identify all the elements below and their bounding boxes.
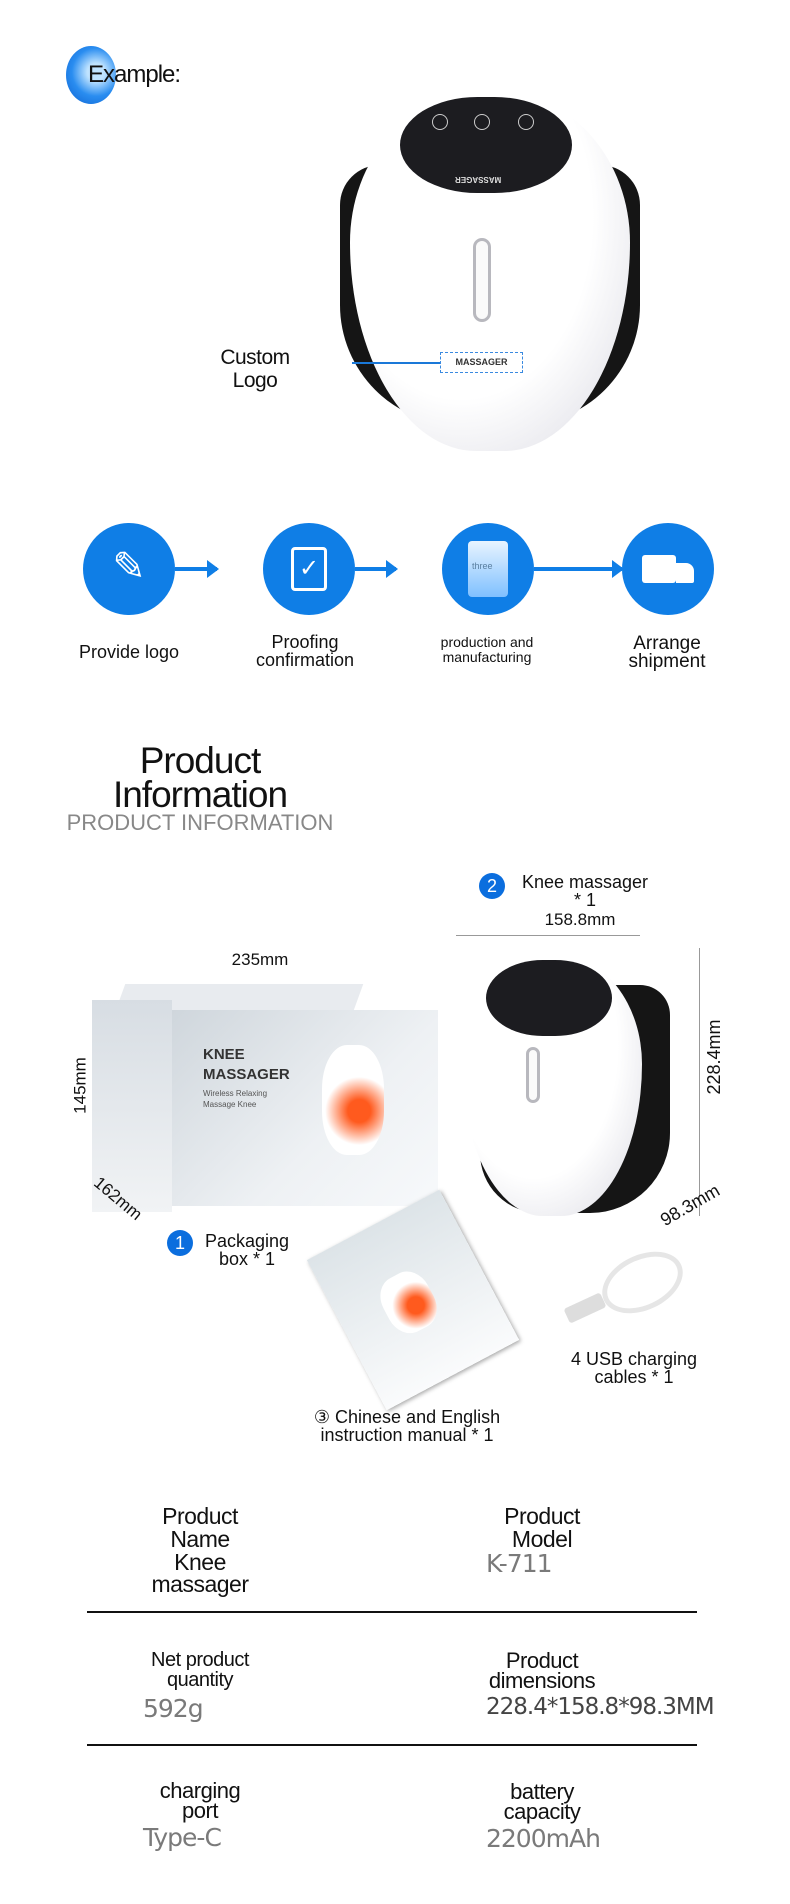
step-label: manufacturing <box>442 649 532 665</box>
usb-cable-image <box>592 1239 693 1326</box>
spec-value: 228.4*158.8*98.3MM <box>486 1694 715 1720</box>
item-label: instruction manual * 1 <box>320 1425 494 1445</box>
item-label: ③ Chinese and English <box>313 1407 501 1427</box>
box-subtitle: Massage Knee <box>203 1100 257 1109</box>
section-title: Information <box>112 774 288 815</box>
item-label: 4 USB charging <box>570 1349 698 1369</box>
factory-icon: three <box>468 541 508 597</box>
dimension-label: 228.4mm <box>704 1019 724 1095</box>
item-number-badge: 2 <box>479 873 505 899</box>
divider <box>87 1611 697 1613</box>
heat-button-icon <box>432 114 448 130</box>
spec-label: Net product <box>151 1649 249 1671</box>
arrow-icon <box>534 560 624 578</box>
custom-logo-line1: Custom <box>220 346 290 369</box>
spec-label: Name <box>170 1526 230 1552</box>
example-logo-icon <box>66 46 116 104</box>
mode-button-icon <box>518 114 534 130</box>
pencil-ruler-icon: ✎ <box>112 545 146 589</box>
step-provide-logo: ✎ <box>83 523 175 615</box>
spec-value: K-711 <box>486 1549 553 1578</box>
spec-value: 2200mAh <box>486 1824 601 1853</box>
dimension-line <box>456 935 640 936</box>
spec-label: Product <box>162 1503 238 1529</box>
dimension-label: 145mm <box>70 1057 90 1114</box>
step-label: confirmation <box>255 650 355 670</box>
step-label: production and <box>440 634 534 650</box>
instruction-manual-image <box>306 1189 520 1411</box>
factory-icon-text: three <box>472 561 493 571</box>
arrow-icon <box>175 560 219 578</box>
step-shipment <box>622 523 714 615</box>
step-proofing: ✓ <box>263 523 355 615</box>
spec-label: battery <box>510 1779 574 1804</box>
spec-value: Knee <box>174 1549 226 1575</box>
dimension-label: 98.3mm <box>656 1180 724 1230</box>
box-subtitle: Wireless Relaxing <box>203 1089 268 1098</box>
spec-label: Model <box>511 1526 573 1552</box>
section-subtitle: PRODUCT INFORMATION <box>66 810 334 835</box>
dimension-label: 235mm <box>231 950 289 969</box>
box-title: MASSAGER <box>203 1066 290 1083</box>
section-title: Product <box>139 740 262 781</box>
item-label: * 1 <box>573 890 597 910</box>
dimension-line <box>699 948 700 1216</box>
spec-label: Product <box>505 1648 579 1673</box>
item-number-badge: 1 <box>167 1230 193 1256</box>
spec-value: massager <box>151 1571 249 1597</box>
arrow-icon <box>355 560 398 578</box>
spec-label: quantity <box>166 1669 234 1691</box>
divider <box>87 1744 697 1746</box>
step-label: shipment <box>628 651 706 672</box>
truck-icon <box>642 555 676 583</box>
spec-label: charging <box>159 1778 241 1803</box>
example-label: Example: <box>88 61 181 88</box>
item-label: cables * 1 <box>594 1367 674 1387</box>
step-production: three <box>442 523 534 615</box>
step-label: Proofing <box>271 632 339 652</box>
spec-label: port <box>182 1798 218 1823</box>
spec-label: Product <box>504 1503 580 1529</box>
clipboard-check-icon: ✓ <box>291 547 327 591</box>
custom-logo-line2: Logo <box>232 369 278 392</box>
item-label: box * 1 <box>218 1249 276 1269</box>
box-title: KNEE <box>203 1046 245 1063</box>
spec-label: capacity <box>503 1799 581 1824</box>
spec-label: dimensions <box>488 1668 596 1693</box>
spec-value: 592g <box>143 1694 204 1723</box>
spec-value: Type-C <box>143 1823 222 1852</box>
power-button-icon <box>474 114 490 130</box>
panel-text: MASSAGER <box>455 175 502 184</box>
dimension-label: 158.8mm <box>544 910 616 929</box>
logo-pointer-line <box>352 362 440 364</box>
item-label: Packaging <box>204 1231 290 1251</box>
item-label: Knee massager <box>521 872 649 892</box>
custom-logo-badge: MASSAGER <box>440 352 523 373</box>
step-label: Arrange <box>633 633 701 654</box>
step-label: Provide logo <box>78 642 180 662</box>
